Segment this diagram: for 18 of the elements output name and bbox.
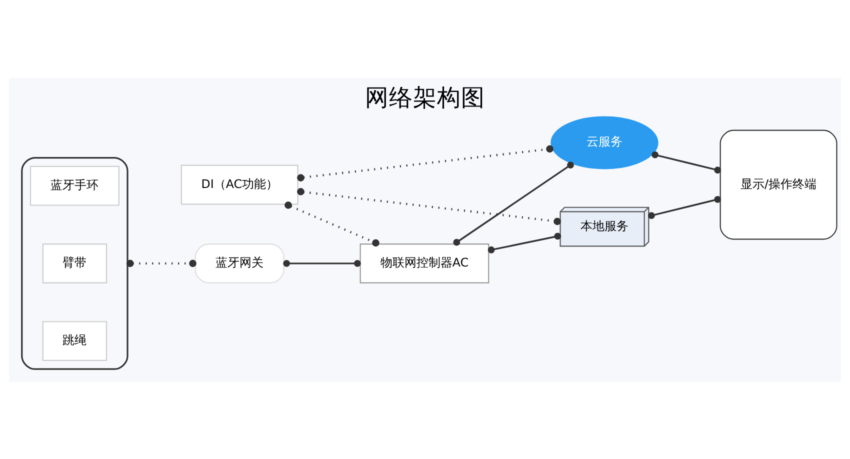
cluster — [21, 156, 128, 370]
connector — [297, 144, 554, 181]
connector — [284, 201, 380, 246]
node-box: 显示/操作终端 — [720, 129, 838, 240]
diagram-title: 网络架构图 — [365, 83, 486, 112]
node-box: 蓝牙网关 — [194, 243, 284, 283]
node-box: 物联网控制器AC — [360, 243, 490, 283]
connector — [453, 161, 574, 246]
connector — [648, 195, 722, 219]
connector — [488, 232, 562, 253]
node-box: 臂带 — [42, 243, 108, 283]
connector — [283, 259, 361, 266]
connector — [126, 259, 196, 267]
node-box: 跳绳 — [42, 320, 108, 360]
connector — [652, 150, 722, 174]
connector — [297, 188, 561, 225]
node-box: 蓝牙手环 — [30, 165, 120, 206]
node-box: DI（AC功能） — [180, 164, 298, 204]
